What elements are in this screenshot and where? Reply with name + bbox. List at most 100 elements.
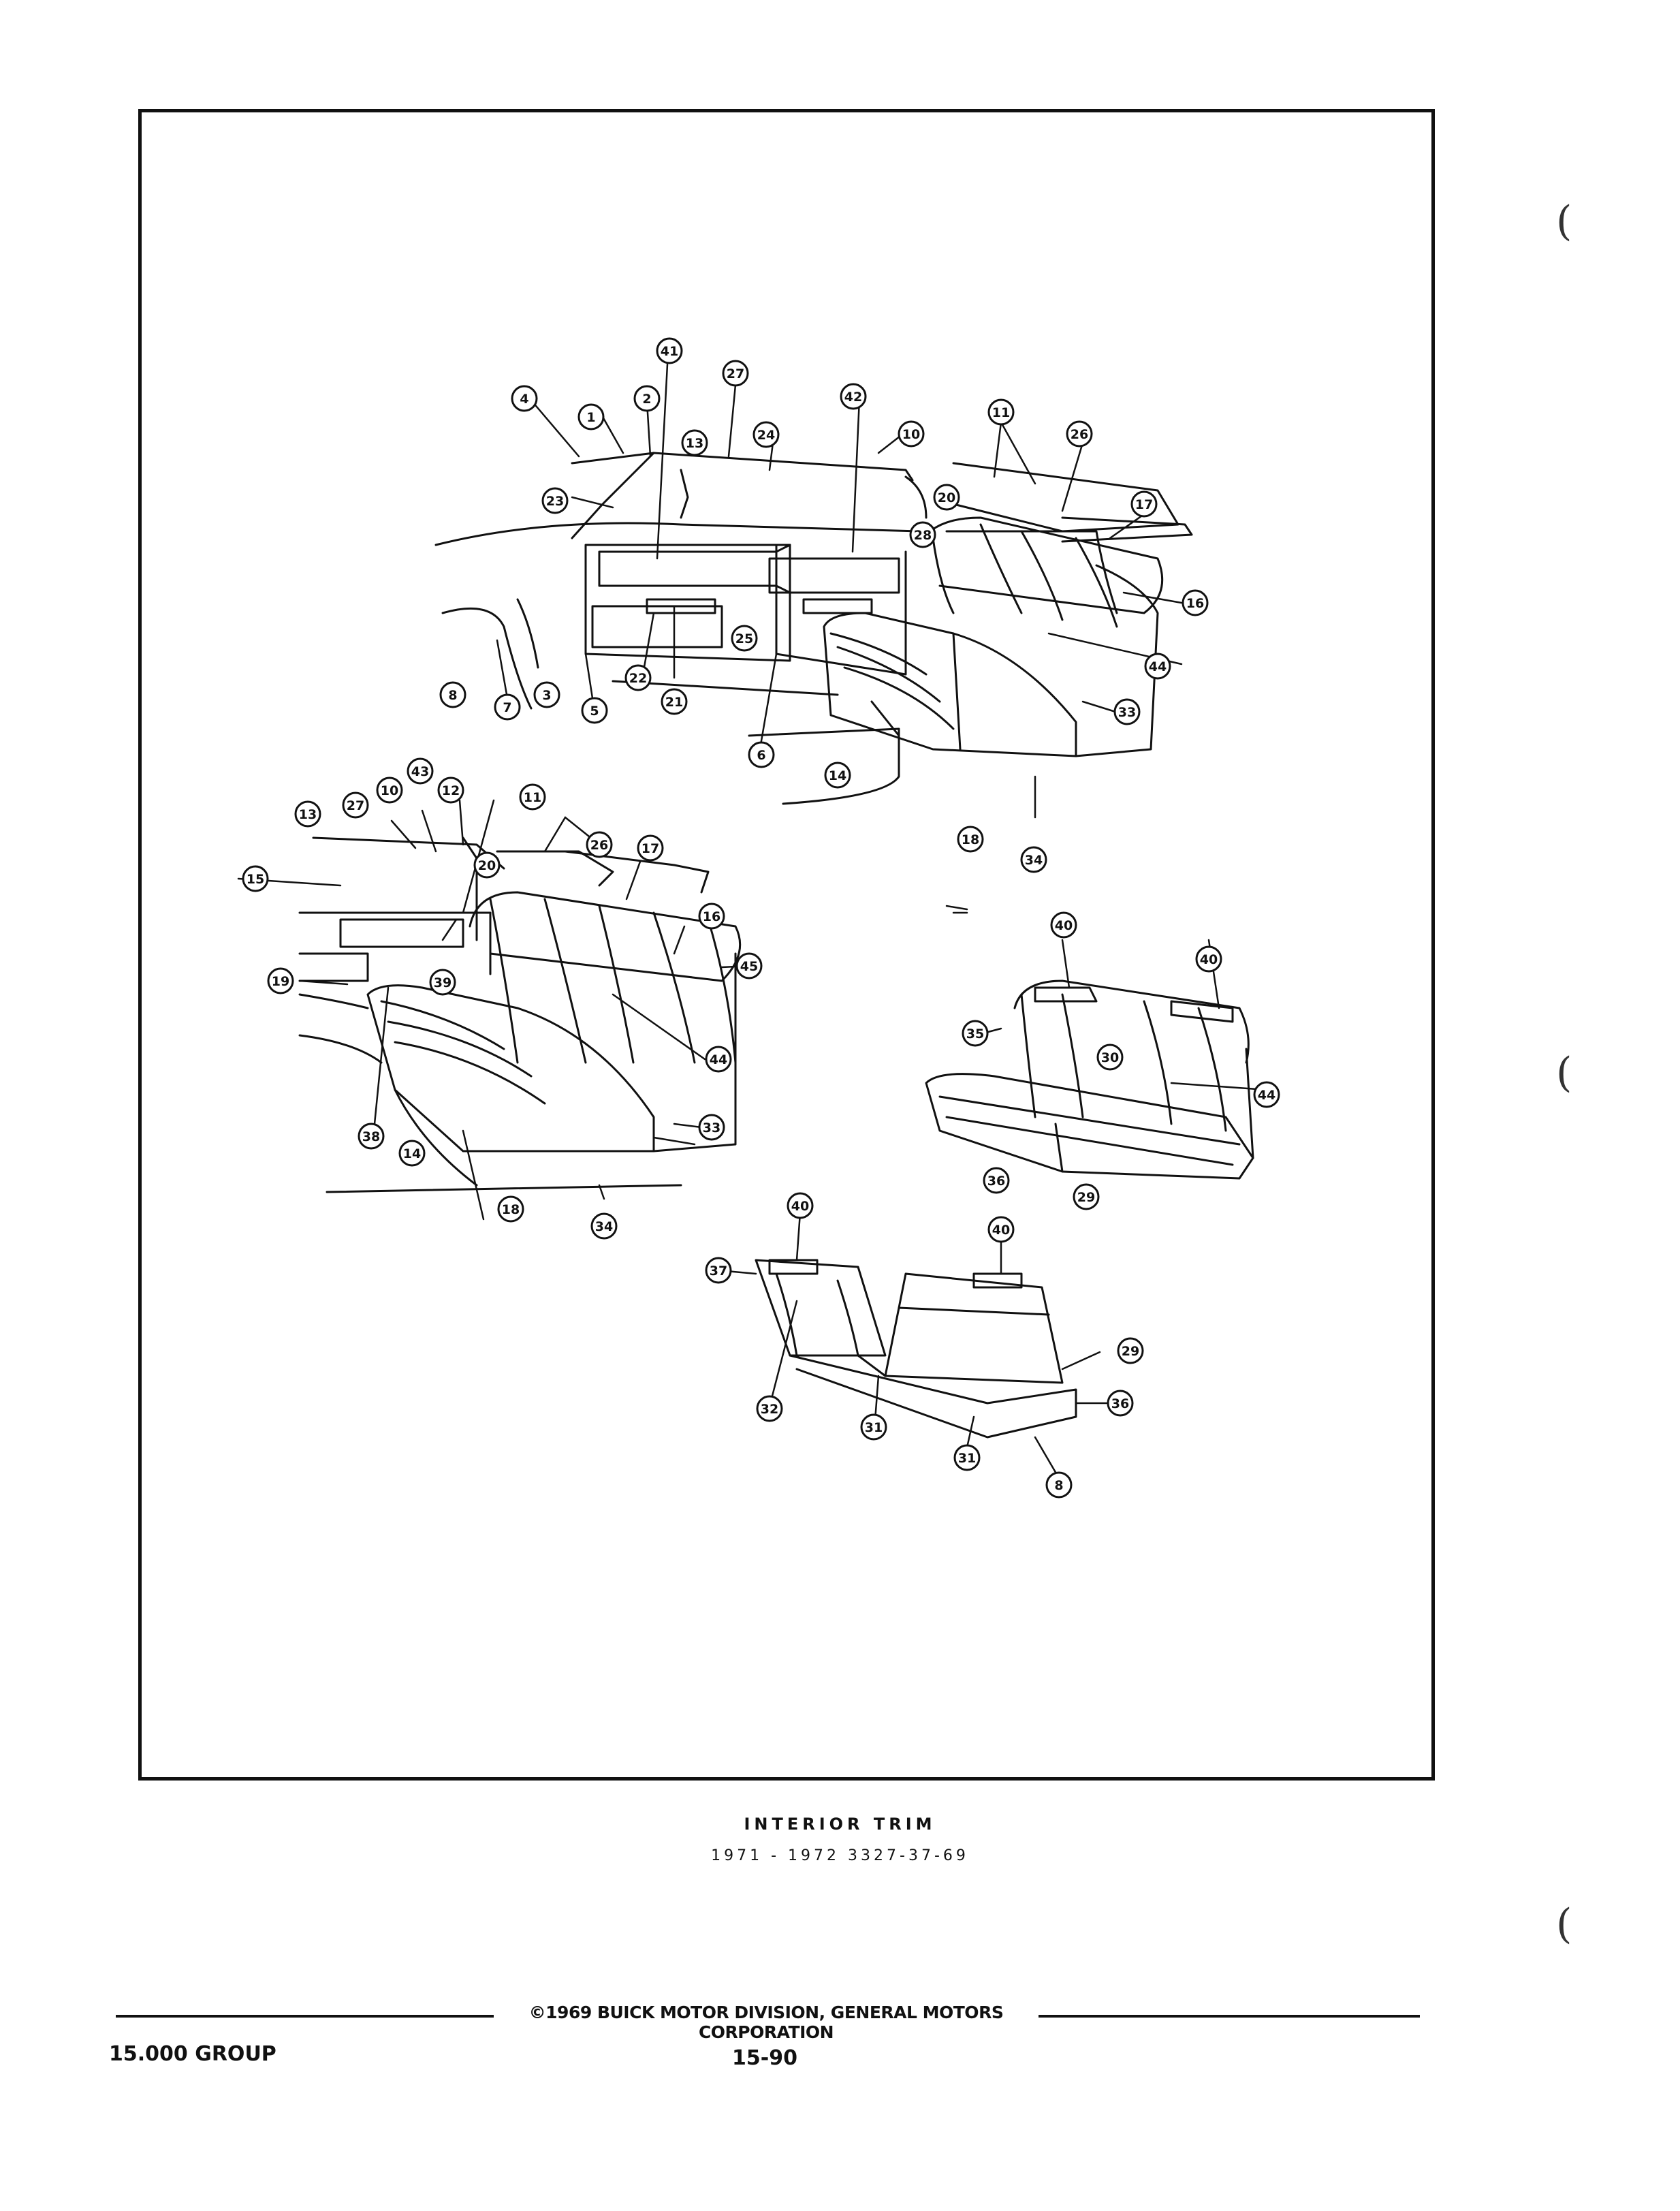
callout-40-bench-left: 40: [1050, 911, 1077, 939]
callout-18-top: 18: [957, 826, 984, 853]
callout-44-left: 44: [705, 1046, 732, 1073]
callout-8-top: 8: [439, 681, 466, 708]
callout-30-label: 30: [1101, 1050, 1119, 1065]
callout-31-a: 31: [860, 1413, 887, 1441]
callout-27-top: 27: [722, 360, 749, 387]
callout-3-label: 3: [542, 688, 551, 703]
callout-17-top: 17: [1130, 490, 1158, 518]
callout-4: 4: [511, 385, 538, 412]
callout-18-label: 18: [502, 1202, 520, 1217]
callout-33-left: 33: [698, 1114, 725, 1141]
callout-32-label: 32: [761, 1402, 778, 1417]
callout-32: 32: [756, 1395, 783, 1422]
callout-8-label: 8: [1054, 1478, 1063, 1493]
callout-34-label: 34: [1025, 853, 1043, 868]
callout-24-label: 24: [757, 428, 775, 443]
callout-27-left: 27: [342, 791, 369, 819]
callout-22: 22: [624, 664, 652, 691]
callout-7: 7: [494, 693, 521, 721]
callout-33-label: 33: [1118, 705, 1136, 720]
callout-17-label: 17: [641, 841, 659, 856]
callout-5: 5: [581, 697, 608, 724]
callout-4-label: 4: [520, 392, 528, 407]
callout-19: 19: [267, 967, 294, 994]
callout-37-label: 37: [710, 1264, 727, 1279]
callout-15: 15: [242, 865, 269, 892]
callout-20-left: 20: [473, 851, 501, 879]
callout-44-label: 44: [1149, 659, 1167, 674]
callout-7-label: 7: [503, 700, 511, 715]
callout-44-top: 44: [1144, 653, 1171, 680]
footer-rule-left: [116, 2015, 494, 2018]
callout-36-label: 36: [987, 1174, 1005, 1189]
callout-14-label: 14: [403, 1146, 421, 1161]
callout-2-label: 2: [642, 392, 651, 407]
lower-left-interior-view: [298, 836, 742, 1193]
callout-3: 3: [533, 681, 560, 708]
callout-40-label: 40: [1055, 918, 1073, 933]
diagram-caption-title: INTERIOR TRIM: [744, 1815, 936, 1834]
callout-5-label: 5: [590, 704, 599, 719]
callout-13-top: 13: [681, 429, 708, 456]
callout-16-label: 16: [1186, 596, 1204, 611]
callout-28-label: 28: [914, 528, 932, 543]
callout-33-top: 33: [1113, 698, 1141, 725]
callout-14-label: 14: [829, 768, 846, 783]
callout-30: 30: [1096, 1044, 1124, 1071]
callout-39: 39: [429, 969, 456, 996]
callout-17-label: 17: [1135, 497, 1153, 512]
callout-40-split-right: 40: [987, 1216, 1015, 1243]
callout-27-label: 27: [347, 798, 364, 813]
callout-13-left: 13: [294, 800, 321, 828]
callout-44-label: 44: [710, 1052, 727, 1067]
callout-26-label: 26: [590, 838, 608, 853]
callout-12: 12: [437, 777, 464, 804]
callout-36-split: 36: [1107, 1390, 1134, 1417]
callout-34-label: 34: [595, 1219, 613, 1234]
binder-hole-mark-bottom: (: [1556, 1900, 1572, 1948]
callout-38: 38: [358, 1123, 385, 1150]
callout-40-label: 40: [1200, 952, 1218, 967]
callout-33-label: 33: [703, 1120, 720, 1135]
callout-12-label: 12: [442, 783, 460, 798]
callout-34-left: 34: [590, 1212, 618, 1240]
upper-interior-view: [434, 452, 1193, 805]
callout-37: 37: [705, 1257, 732, 1284]
callout-31-label: 31: [958, 1451, 976, 1466]
copyright-notice: ©1969 BUICK MOTOR DIVISION, GENERAL MOTO…: [528, 2003, 1004, 2042]
callout-34-top: 34: [1020, 846, 1047, 873]
callout-16-label: 16: [703, 909, 720, 924]
callout-36-label: 36: [1111, 1396, 1129, 1411]
callout-20-label: 20: [478, 858, 496, 873]
callout-28: 28: [909, 521, 936, 548]
callout-22-label: 22: [629, 671, 647, 686]
callout-11-label: 11: [992, 405, 1010, 420]
callout-8-label: 8: [448, 688, 457, 703]
diagram-frame: [138, 109, 1435, 1781]
callout-23-label: 23: [546, 494, 564, 509]
callout-40-bench-right: 40: [1195, 945, 1222, 973]
callout-41-label: 41: [661, 344, 678, 359]
callout-40-split-left: 40: [787, 1192, 814, 1219]
callout-26-top: 26: [1066, 420, 1093, 448]
group-label: 15.000 GROUP: [109, 2042, 276, 2066]
callout-42-label: 42: [844, 390, 862, 405]
callout-8-bottom: 8: [1045, 1471, 1073, 1499]
callout-11-top: 11: [987, 398, 1015, 426]
callout-31-b: 31: [953, 1444, 981, 1471]
callout-6: 6: [748, 741, 775, 768]
footer-rule-right: [1039, 2015, 1420, 2018]
callout-38-label: 38: [362, 1129, 380, 1144]
callout-13-label: 13: [299, 807, 317, 822]
callout-29-label: 29: [1122, 1344, 1139, 1359]
callout-25-label: 25: [735, 631, 753, 646]
callout-19-label: 19: [272, 974, 289, 989]
callout-40-label: 40: [791, 1199, 809, 1214]
callout-44-bench: 44: [1253, 1081, 1280, 1108]
callout-26-left: 26: [586, 831, 613, 858]
callout-2: 2: [633, 385, 661, 412]
callout-18-left: 18: [497, 1195, 524, 1223]
callout-39-label: 39: [434, 975, 451, 990]
callout-44-label: 44: [1258, 1088, 1275, 1103]
